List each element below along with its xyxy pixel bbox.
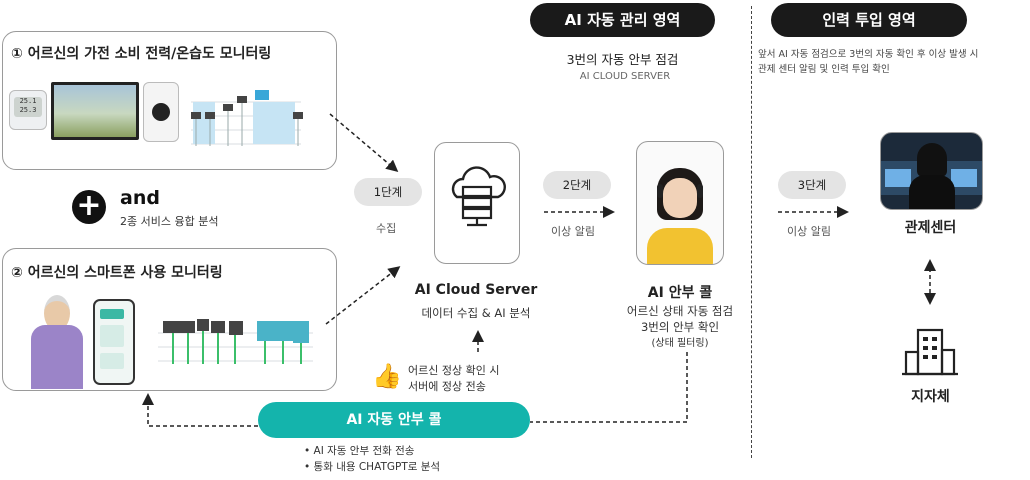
auto-call-bullet-2: 통화 내용 CHATGPT로 분석 [304,459,441,475]
manual-zone-desc-2: 관제 센터 알림 및 인력 투입 확인 [758,64,890,75]
panel2-title: ② 어르신의 스마트폰 사용 모니터링 [11,265,223,281]
step3-pill: 3단계 [778,171,846,199]
power-usage-chart [191,90,303,146]
cloud-server-icon [451,166,506,227]
ai-call-title: AI 안부 콜 [647,285,713,301]
phone-usage-chart [158,319,313,364]
auto-zone-subtitle: 3번의 자동 안부 점검 [566,52,679,67]
plus-icon: + [72,190,106,224]
combine-sub-label: 2종 서비스 융합 분석 [120,215,219,228]
ai-call-desc-3: (상태 필터링) [651,338,709,349]
smartphone-monitoring-panel: ② 어르신의 스마트폰 사용 모니터링 [2,248,337,391]
auto-call-bullet-1: AI 자동 안부 전화 전송 [304,443,440,459]
manual-zone-title: 인력 투입 영역 [771,3,967,37]
step2-caption: 이상 알림 [551,225,595,238]
thumbs-up-icon: 👍 [372,362,402,390]
operator-silhouette [917,143,947,177]
normal-note-2: 서버에 정상 전송 [408,380,486,393]
step1-caption: 수집 [376,222,397,235]
operator-avatar [637,142,723,264]
step2-pill: 2단계 [543,171,611,199]
auto-call-bullets: AI 자동 안부 전화 전송 통화 내용 CHATGPT로 분석 [304,443,441,475]
normal-note-1: 어르신 정상 확인 시 [408,364,500,377]
auto-call-bar: AI 자동 안부 콜 [258,402,530,438]
auto-zone-title: AI 자동 관리 영역 [530,3,715,37]
ai-call-desc-2: 3번의 안부 확인 [640,320,720,334]
cloud-server-desc: 데이터 수집 & AI 분석 [421,306,531,320]
smartphone-icon [93,299,135,385]
senior-person-icon [27,295,87,389]
step3-caption: 이상 알림 [787,225,831,238]
manual-zone-desc-1: 앞서 AI 자동 점검으로 3번의 자동 확인 후 이상 발생 시 [758,49,979,60]
tv-icon [51,82,139,140]
cloud-server-title: AI Cloud Server [414,282,538,298]
zone-divider [751,6,752,458]
cloud-server-card [434,142,520,264]
ai-call-desc-1: 어르신 상태 자동 점검 [626,304,734,318]
panel1-title: ① 어르신의 가전 소비 전력/온습도 모니터링 [11,46,272,62]
control-center-card [880,132,983,210]
local-gov-title: 지자체 [911,389,950,405]
step1-pill: 1단계 [354,178,422,206]
ai-call-card [636,141,724,265]
auto-zone-server-label: AI CLOUD SERVER [579,71,671,82]
and-label: and [120,187,160,209]
smart-plug-icon [143,82,179,142]
control-center-title: 관제센터 [904,220,957,236]
